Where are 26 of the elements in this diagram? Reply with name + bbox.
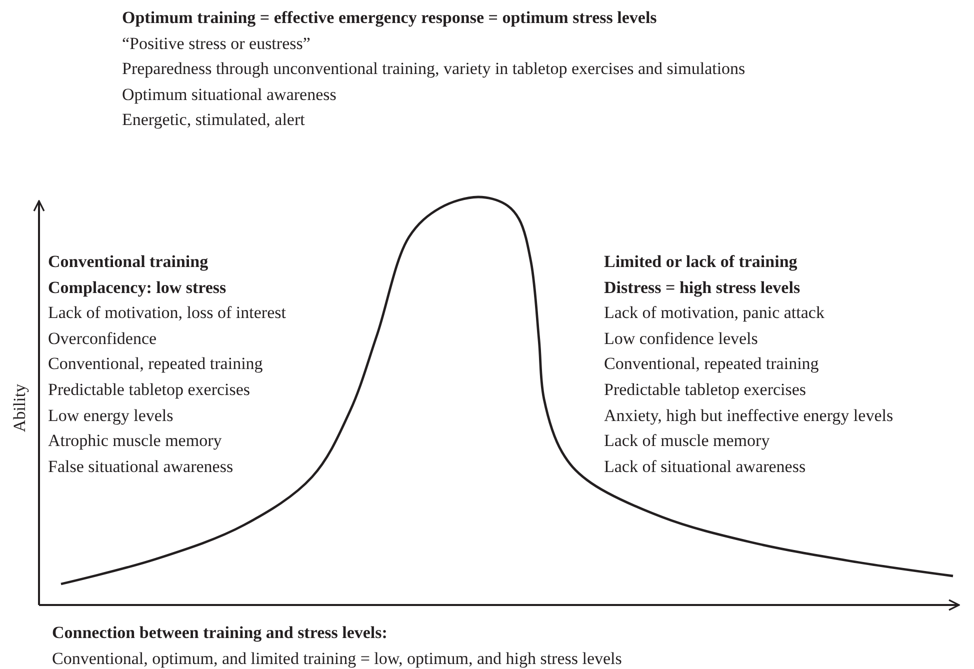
- text-line: Optimum situational awareness: [122, 84, 336, 106]
- heading: Limited or lack of training: [604, 251, 798, 273]
- text-line: False situational awareness: [48, 456, 234, 478]
- text-line: Lack of muscle memory: [604, 430, 770, 452]
- axis-label: Ability: [10, 384, 30, 432]
- text-line: Lack of situational awareness: [604, 456, 806, 478]
- text-line: Overconfidence: [48, 328, 157, 350]
- heading: Complacency: low stress: [48, 276, 226, 299]
- text-line: Conventional, repeated training: [604, 353, 819, 376]
- text-line: Low energy levels: [48, 404, 174, 427]
- text-line: Conventional, optimum, and limited training = low, optimum, and high stress levels: [52, 648, 622, 669]
- text-line: Atrophic muscle memory: [48, 430, 222, 452]
- heading: Conventional training: [48, 251, 208, 273]
- text-line: Energetic, stimulated, alert: [122, 109, 305, 132]
- text-line: Low confidence levels: [604, 328, 758, 350]
- text-line: “Positive stress or eustress”: [122, 32, 310, 55]
- text-line: Anxiety, high but ineffective energy levels: [604, 404, 894, 427]
- heading: Distress = high stress levels: [604, 276, 800, 299]
- text-line: Conventional, repeated training: [48, 353, 263, 376]
- heading: Connection between training and stress levels:: [52, 622, 388, 644]
- text-line: Preparedness through unconventional training, variety in tabletop exercises and simulations: [122, 58, 746, 80]
- heading: Optimum training = effective emergency response = optimum stress levels: [122, 7, 657, 29]
- text-line: Lack of motivation, loss of interest: [48, 302, 286, 324]
- text-line: Predictable tabletop exercises: [604, 378, 806, 401]
- text-line: Predictable tabletop exercises: [48, 378, 250, 401]
- text-line: Lack of motivation, panic attack: [604, 302, 824, 324]
